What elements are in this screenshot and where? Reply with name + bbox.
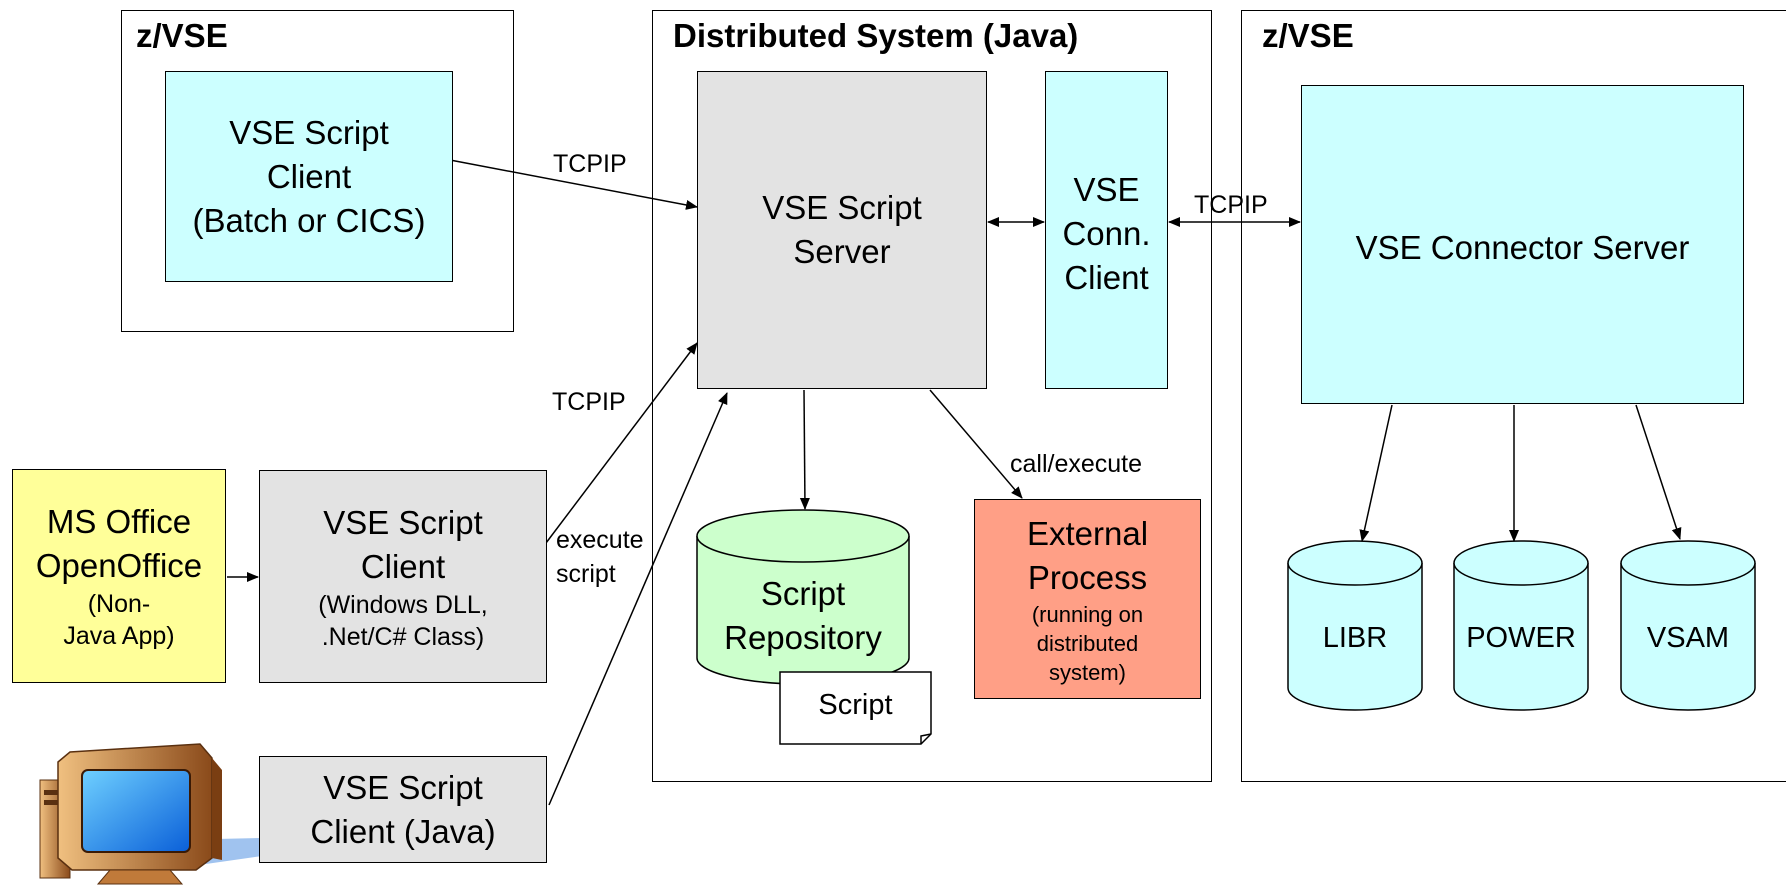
call-execute-label: call/execute [1010,450,1143,478]
execute-script-line1: execute [556,526,644,554]
zvse-right-title: z/VSE [1262,17,1354,54]
edge-server-to-repository [799,389,810,510]
script-document [779,671,932,745]
connector-server-label: VSE Connector Server [1355,229,1690,266]
computer-icon [39,743,262,885]
script-repository-line2: Repository [724,619,882,656]
java-client-line1: VSE Script [323,768,483,806]
ms-office-note-line2: Java App) [63,622,175,650]
power-cylinder [1453,540,1589,711]
script-repository-cylinder [696,509,910,685]
external-process-note-line1: (running on [1031,601,1144,627]
connectors [227,159,1682,806]
vsam-label: VSAM [1646,621,1730,654]
batch-cics-client-box: VSE Script Client (Batch or CICS) [165,71,453,282]
connector-server-box: VSE Connector Server [1301,85,1744,404]
tcpip-label-top: TCPIP [553,150,627,178]
ms-office-note-line1: (Non- [87,590,151,618]
power-label: POWER [1466,621,1576,654]
edge-windows-to-server [545,342,698,544]
tcpip-label-right: TCPIP [1194,191,1268,219]
script-repository-line1: Script [760,575,846,612]
windows-client-line1: VSE Script [323,503,483,541]
ms-office-box: MS Office OpenOffice (Non- Java App) [12,469,226,683]
java-client-box: VSE Script Client (Java) [259,756,547,863]
windows-client-line2: Client [360,547,446,585]
edge-batch-to-server [449,159,698,210]
external-process-box: External Process (running on distributed… [974,499,1201,699]
conn-client-box: VSE Conn. Client [1045,71,1168,389]
execute-script-line2: script [556,560,616,588]
batch-cics-client-line1: VSE Script [229,113,389,151]
script-repository-label: Script Repository [697,570,909,662]
edge-connector-to-libr [1359,404,1393,542]
external-process-note-line3: system) [1049,659,1126,685]
edge-connector-to-vsam [1635,404,1682,540]
script-server-line2: Server [793,233,891,270]
execute-script-label: execute script [556,523,644,591]
java-client-line2: Client (Java) [310,812,496,850]
libr-cylinder [1287,540,1423,711]
conn-client-line3: Client [1064,259,1149,296]
libr-label: LIBR [1322,621,1388,654]
windows-client-box: VSE Script Client (Windows DLL, .Net/C# … [259,470,547,683]
batch-cics-client-line3: (Batch or CICS) [192,201,426,239]
tcpip-label-middle: TCPIP [552,388,626,416]
windows-client-note-line2: .Net/C# Class) [321,622,485,651]
ms-office-line2: OpenOffice [35,547,203,584]
script-server-line1: VSE Script [762,189,922,226]
zvse-left-title: z/VSE [136,17,228,54]
edge-server-to-external [929,389,1023,499]
ms-office-line1: MS Office [46,503,192,540]
external-process-line2: Process [1027,558,1148,596]
edge-java-to-server [548,392,728,806]
external-process-note-line2: distributed [1036,630,1139,656]
vsam-cylinder [1620,540,1756,711]
script-document-label: Script [818,688,893,721]
batch-cics-client-line2: Client [266,157,352,195]
conn-client-line1: VSE [1073,171,1140,208]
external-process-line1: External [1026,514,1149,552]
script-server-box: VSE Script Server [697,71,987,389]
conn-client-line2: Conn. [1062,215,1151,252]
windows-client-note-line1: (Windows DLL, [318,590,488,619]
distributed-system-title: Distributed System (Java) [673,17,1079,54]
